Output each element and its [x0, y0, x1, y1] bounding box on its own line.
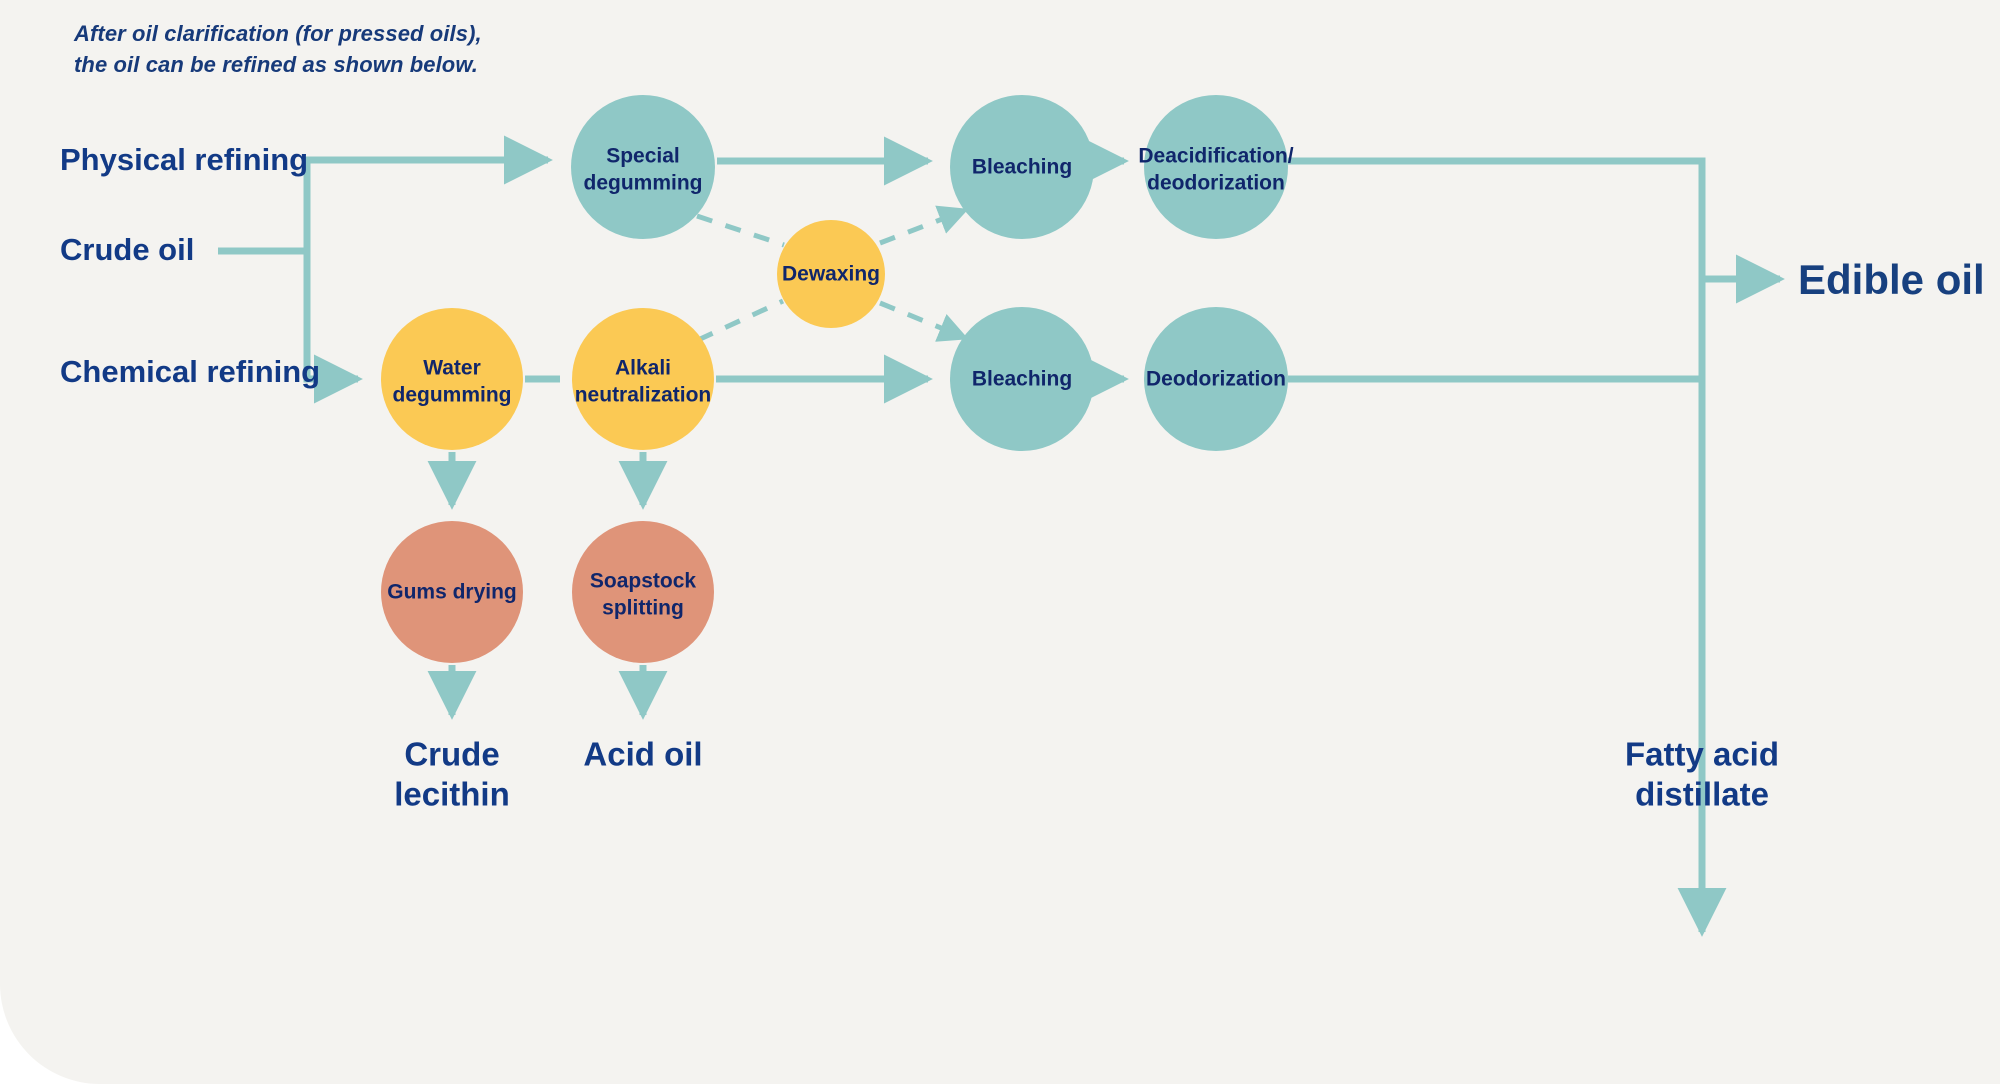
- input-label-physical-refining: Physical refining: [60, 142, 308, 177]
- node-label-line-1: Special: [606, 145, 680, 168]
- output-label-fatty-acid-distillate-line-1: Fatty acid: [1625, 736, 1779, 773]
- node-circle[interactable]: [777, 220, 885, 328]
- output-label-crude-lecithin-line-2: lecithin: [394, 776, 510, 813]
- output-label-fatty-acid-distillate-line-2: distillate: [1635, 776, 1769, 813]
- node-water-degumming[interactable]: Water degumming: [381, 308, 523, 450]
- node-circle[interactable]: [950, 307, 1094, 451]
- input-label-crude-oil: Crude oil: [60, 232, 194, 267]
- connector-layer: [218, 135, 1785, 937]
- node-label-line-2: degumming: [393, 384, 512, 407]
- input-label-chemical-refining: Chemical refining: [60, 354, 320, 389]
- node-label-line-1: Water: [423, 357, 481, 380]
- connector-dewaxing-to-bleaching-bottom-dashed: [879, 300, 969, 342]
- connector-deacidification-to-bus: [1288, 157, 1727, 937]
- node-alkali-neutralization[interactable]: Alkali neutralization: [572, 308, 714, 450]
- node-deacidification-deodorization[interactable]: Deacidification/ deodorization: [1138, 95, 1294, 239]
- node-label-line-2: degumming: [584, 172, 703, 195]
- node-circle[interactable]: [381, 308, 523, 450]
- caption-line-1: After oil clarification (for pressed oil…: [74, 21, 482, 46]
- node-circle[interactable]: [572, 308, 714, 450]
- node-soapstock-splitting[interactable]: Soapstock splitting: [572, 521, 714, 663]
- output-labels: Crude lecithin Acid oil Edible oil Fatty…: [394, 256, 1984, 813]
- node-label-line-1: Deacidification/: [1138, 145, 1293, 168]
- node-circle[interactable]: [1144, 95, 1288, 239]
- node-deodorization[interactable]: Deodorization: [1144, 307, 1288, 451]
- node-circle[interactable]: [1144, 307, 1288, 451]
- node-circle[interactable]: [381, 521, 523, 663]
- node-bleaching-top[interactable]: Bleaching: [950, 95, 1094, 239]
- node-gums-drying[interactable]: Gums drying: [381, 521, 523, 663]
- node-label-line-1: Alkali: [615, 357, 671, 380]
- output-label-acid-oil: Acid oil: [583, 736, 702, 773]
- node-bleaching-bottom[interactable]: Bleaching: [950, 307, 1094, 451]
- connector-dewaxing-to-bleaching-top-dashed: [879, 205, 969, 246]
- node-label-line-1: Bleaching: [972, 368, 1072, 391]
- output-label-crude-lecithin-line-1: Crude: [404, 736, 499, 773]
- connector-crude-to-special-degumming: [303, 135, 553, 251]
- node-label-line-1: Soapstock: [590, 570, 697, 593]
- node-circle[interactable]: [571, 95, 715, 239]
- node-label-line-2: splitting: [602, 597, 684, 620]
- node-special-degumming[interactable]: Special degumming: [571, 95, 715, 239]
- node-label-line-1: Deodorization: [1146, 368, 1286, 391]
- node-dewaxing[interactable]: Dewaxing: [777, 220, 885, 328]
- caption-line-2: the oil can be refined as shown below.: [74, 52, 478, 78]
- node-label-line-2: neutralization: [575, 384, 712, 407]
- connector-special-degumming-to-dewaxing-dashed: [696, 213, 785, 248]
- output-label-edible-oil: Edible oil: [1798, 256, 1985, 303]
- node-label-line-1: Bleaching: [972, 156, 1072, 179]
- node-label-line-2: deodorization: [1147, 172, 1285, 195]
- node-circle[interactable]: [950, 95, 1094, 239]
- node-label-line-1: Gums drying: [387, 581, 517, 604]
- input-labels: Physical refining Crude oil Chemical ref…: [60, 142, 320, 389]
- node-label-line-1: Dewaxing: [782, 263, 880, 286]
- node-circle[interactable]: [572, 521, 714, 663]
- connector-crude-to-water-degumming: [303, 251, 363, 404]
- caption-text: After oil clarification (for pressed oil…: [74, 18, 482, 80]
- connector-alkali-to-dewaxing-dashed: [696, 298, 785, 343]
